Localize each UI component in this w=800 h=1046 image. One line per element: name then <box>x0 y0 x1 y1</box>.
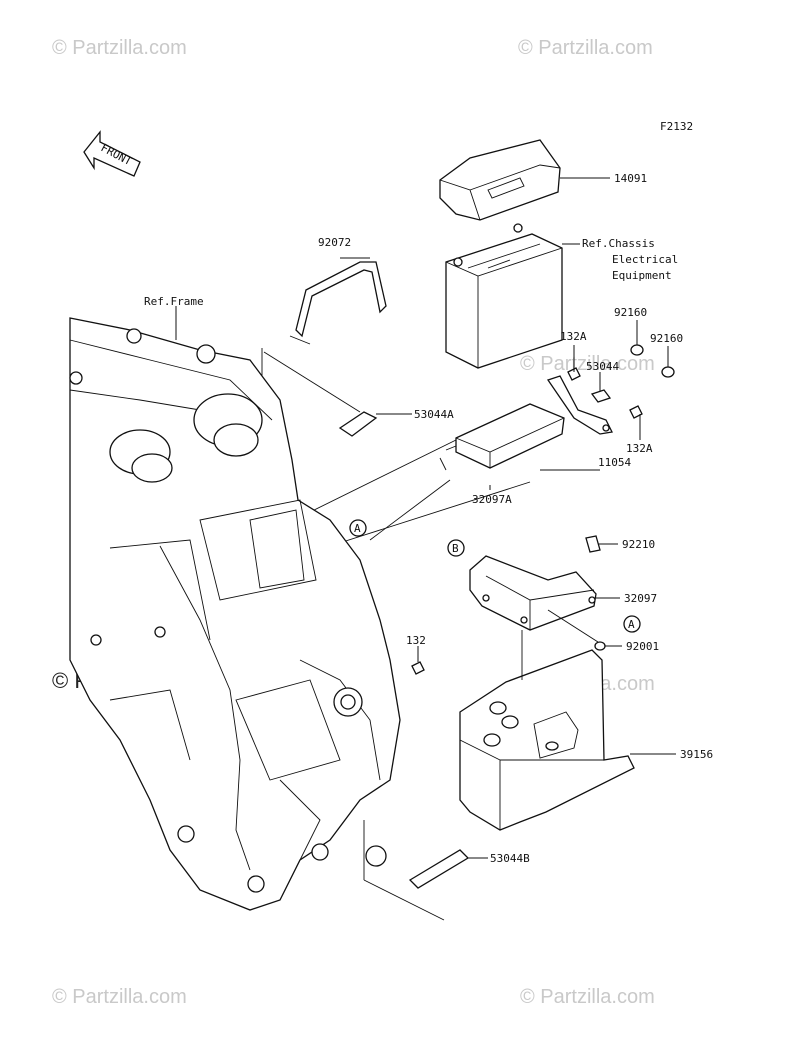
battery-strap-92072 <box>289 257 387 345</box>
battery-cover-14091 <box>439 139 610 221</box>
svg-text:B: B <box>452 542 459 555</box>
motorcycle-frame <box>69 306 401 911</box>
battery <box>445 223 580 369</box>
watermark-bottom-right: © Partzilla.com <box>520 986 655 1008</box>
figure-code: F2132 <box>660 120 693 133</box>
bolt-92001 <box>547 609 622 651</box>
watermark-top-right: © Partzilla.com <box>518 37 653 59</box>
battery-tray-32097a <box>439 403 600 490</box>
ref-chassis-line2: Electrical <box>612 253 678 266</box>
label-14091: 14091 <box>614 172 647 185</box>
label-132a-upper: 132A <box>560 330 587 343</box>
watermark-bottom-left: © Partzilla.com <box>52 986 187 1008</box>
label-92072: 92072 <box>318 236 351 249</box>
label-132a-lower: 132A <box>626 442 653 455</box>
svg-text:A: A <box>628 618 635 631</box>
label-32097: 32097 <box>624 592 657 605</box>
label-92160-b: 92160 <box>650 332 683 345</box>
label-53044a: 53044A <box>414 408 454 421</box>
battery-tray-32097 <box>469 555 620 631</box>
grommet-92160-a <box>630 320 644 356</box>
watermark-middle-right: © Partzilla.com <box>520 353 655 375</box>
callout-a-lower: A <box>623 615 641 633</box>
ref-chassis-line1: Ref.Chassis <box>582 237 655 250</box>
callout-b-upper: B <box>447 539 465 557</box>
label-92160-a: 92160 <box>614 306 647 319</box>
callout-a-upper: A <box>349 519 367 537</box>
battery-cover-39156 <box>459 649 676 831</box>
pad-53044a <box>263 351 412 437</box>
pad-53044 <box>590 372 612 403</box>
ref-frame: Ref.Frame <box>144 295 204 308</box>
label-92001: 92001 <box>626 640 659 653</box>
grommet-92160-b <box>661 346 675 378</box>
label-53044b: 53044B <box>490 852 530 865</box>
label-92210: 92210 <box>622 538 655 551</box>
ref-chassis-line3: Equipment <box>612 269 672 282</box>
clip-92210 <box>585 535 618 553</box>
bolt-132a-upper <box>567 345 581 381</box>
bolt-132a-lower <box>629 405 643 440</box>
label-32097a: 32097A <box>472 493 512 506</box>
label-53044: 53044 <box>586 360 619 373</box>
front-arrow-icon: FRONT <box>83 130 141 177</box>
pad-53044b <box>408 849 488 889</box>
svg-text:A: A <box>354 522 361 535</box>
bolt-132 <box>411 646 425 675</box>
watermark-top-left: © Partzilla.com <box>52 37 187 59</box>
bracket-11054 <box>546 375 613 435</box>
label-132: 132 <box>406 634 426 647</box>
label-39156: 39156 <box>680 748 713 761</box>
label-11054: 11054 <box>598 456 631 469</box>
